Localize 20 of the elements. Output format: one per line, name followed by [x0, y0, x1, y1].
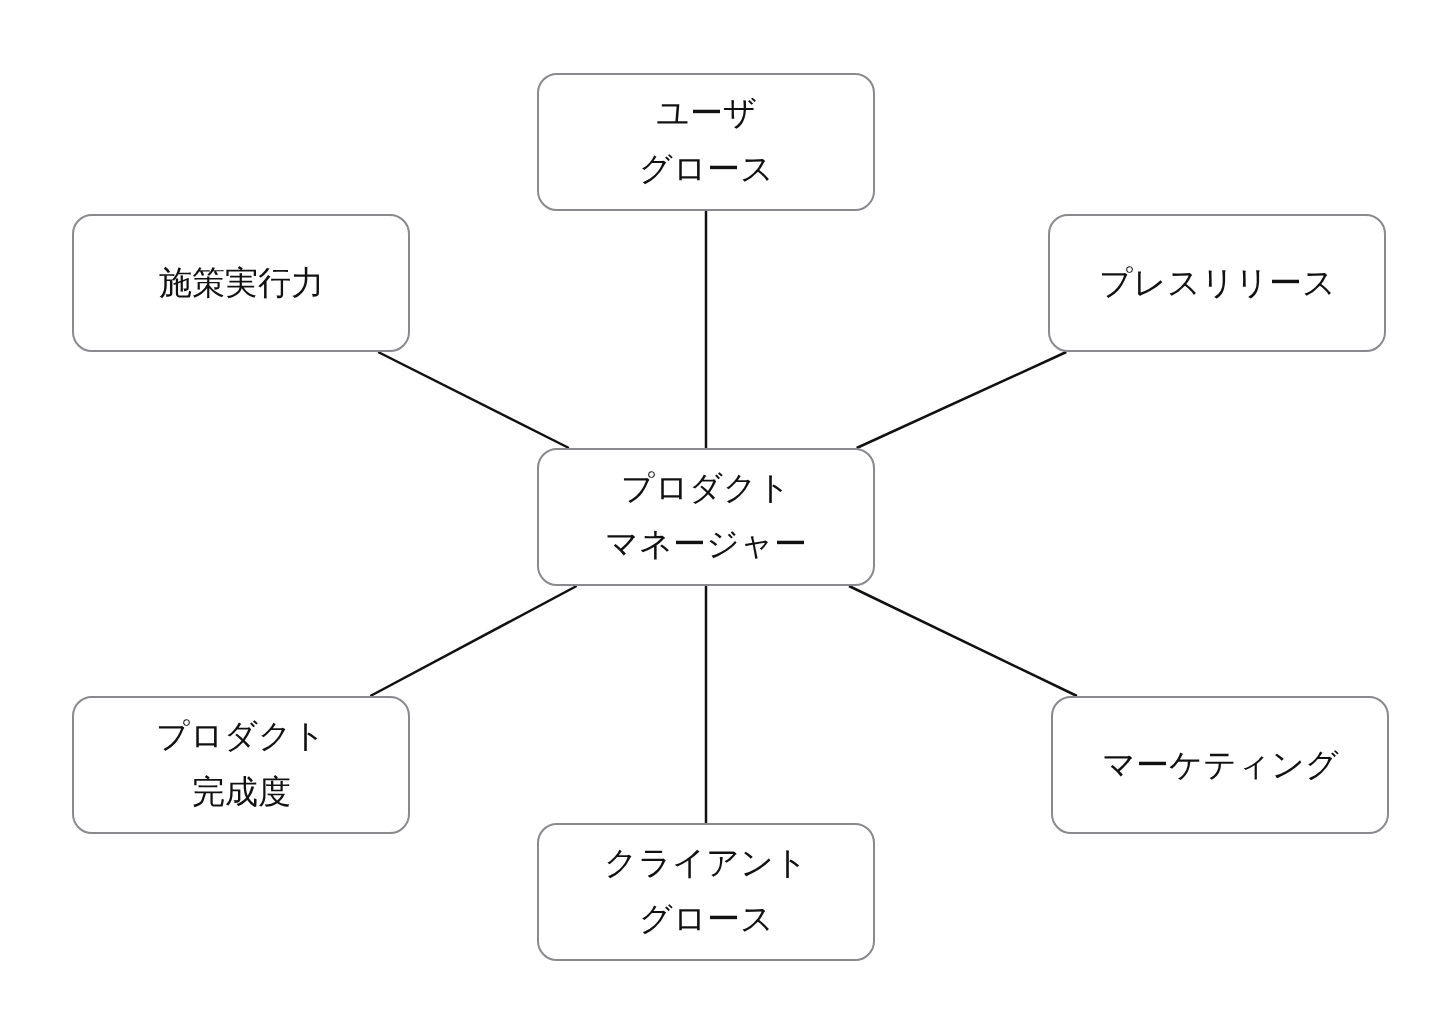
rounded-box [1048, 214, 1386, 352]
node-label: マーケティング [1101, 744, 1339, 786]
connector-line [704, 586, 708, 823]
connector-line [704, 211, 708, 448]
rounded-box [537, 448, 875, 586]
node-label: ユーザグロース [638, 92, 774, 190]
node-label: 施策実行力 [158, 262, 324, 304]
rounded-box [537, 823, 875, 961]
rounded-box [72, 214, 410, 352]
node-label: プロダクト完成度 [156, 715, 326, 813]
rounded-box [72, 696, 410, 834]
node-label: クライアントグロース [604, 842, 808, 940]
node-label: プロダクトマネージャー [605, 467, 807, 565]
rounded-box [1051, 696, 1389, 834]
rounded-box [537, 73, 875, 211]
connector-line [377, 350, 570, 450]
node-label: プレスリリース [1098, 262, 1336, 304]
connector-line [848, 584, 1078, 698]
connector-line [369, 584, 578, 698]
connector-line [856, 350, 1067, 450]
